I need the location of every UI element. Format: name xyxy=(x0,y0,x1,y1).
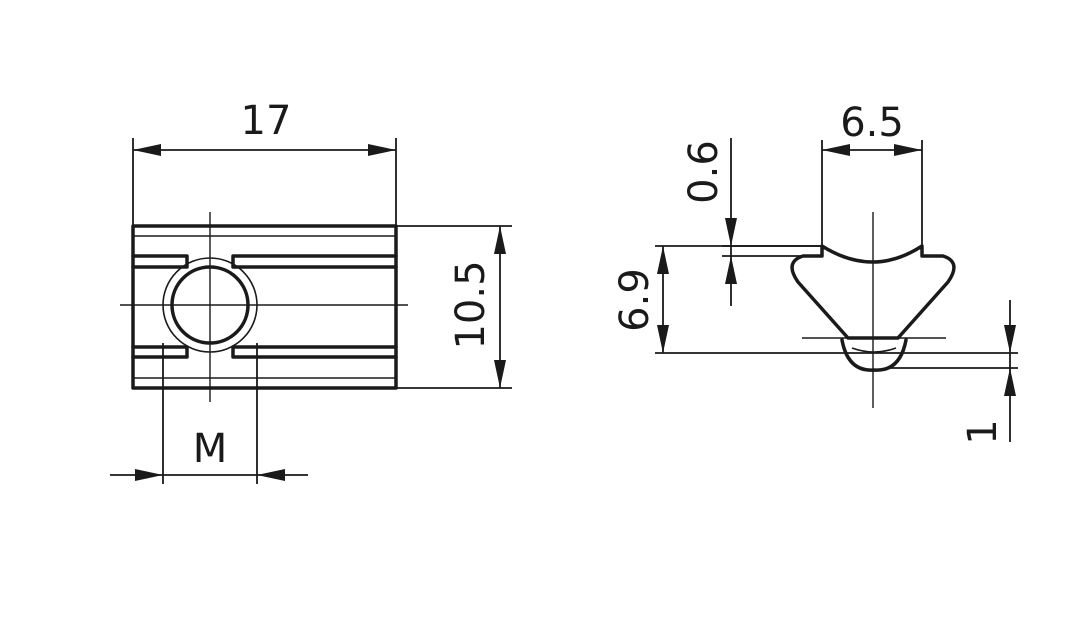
dimension-17: 17 xyxy=(132,98,397,226)
dimension-0-6-label: 0.6 xyxy=(681,140,727,204)
nut-body-outline xyxy=(131,224,398,390)
dimension-m: M xyxy=(110,343,308,484)
upper-groove-left xyxy=(131,254,189,269)
lower-groove-right xyxy=(231,345,398,359)
spring-ball-inner xyxy=(851,347,897,353)
dimension-6-5-label: 6.5 xyxy=(840,100,904,146)
dimension-1-label: 1 xyxy=(960,419,1006,444)
dimension-6-9-label: 6.9 xyxy=(612,268,658,332)
dimension-1: 1 xyxy=(890,300,1018,445)
dimension-6-9: 6.9 xyxy=(612,245,1018,354)
lower-groove-left xyxy=(131,345,189,359)
profile-outline xyxy=(790,244,956,340)
dimension-17-label: 17 xyxy=(241,98,292,144)
dimension-10-5-label: 10.5 xyxy=(448,260,494,349)
dimension-10-5: 10.5 xyxy=(396,225,512,389)
side-view: 6.5 0.6 6.9 1 xyxy=(612,100,1018,445)
dimension-m-label: M xyxy=(193,426,228,472)
dimension-6-5: 6.5 xyxy=(821,100,923,246)
spring-ball-outline xyxy=(840,338,908,372)
dimension-0-6: 0.6 xyxy=(681,138,822,306)
upper-groove-right xyxy=(231,254,398,269)
front-view: 17 10.5 M xyxy=(110,98,512,484)
